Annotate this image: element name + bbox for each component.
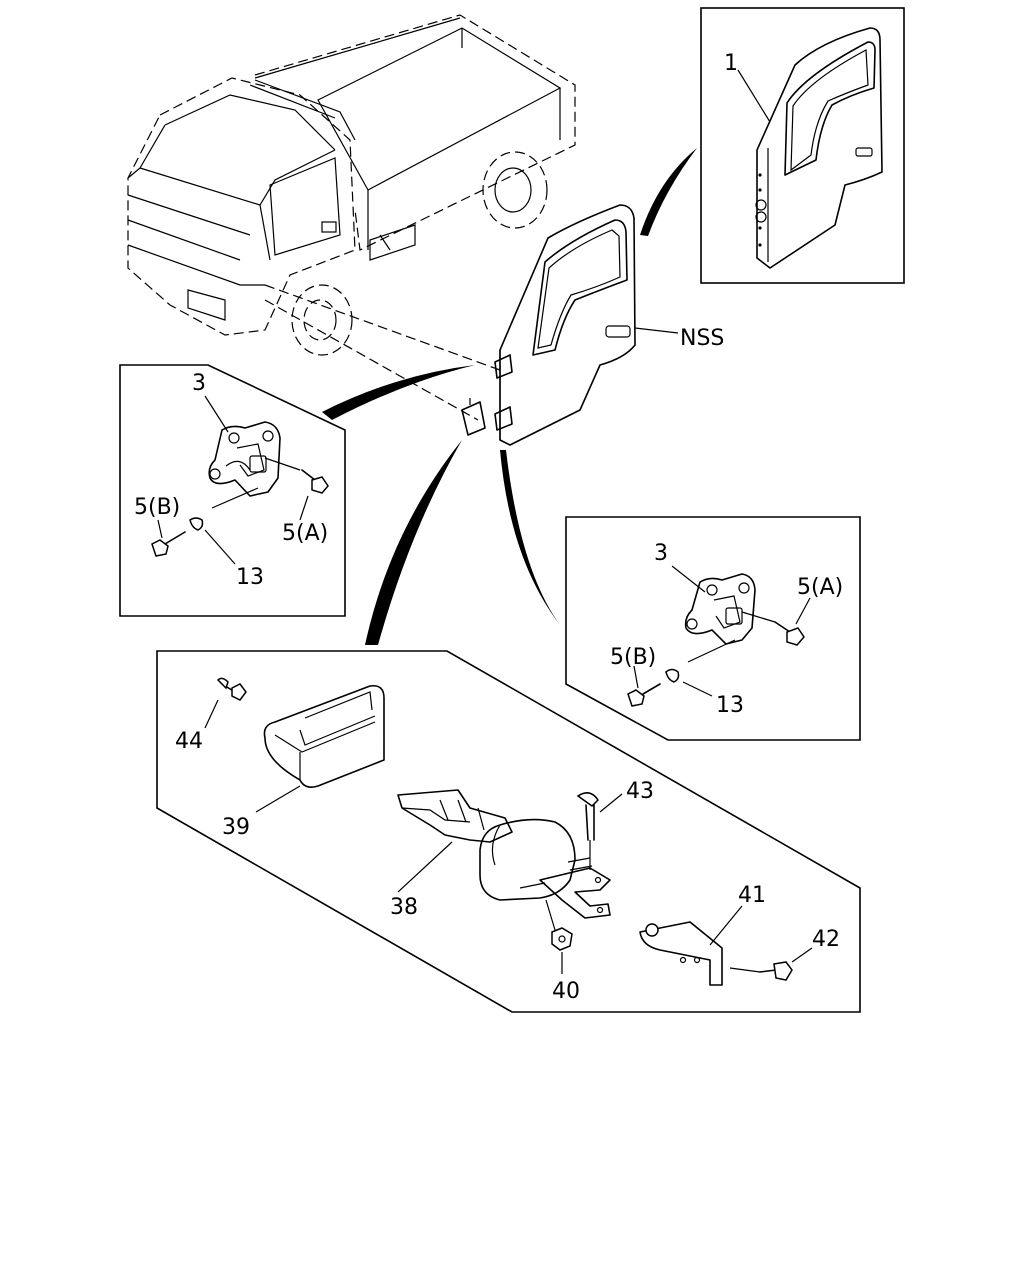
- hinge-left-label: 3: [192, 371, 206, 396]
- hinge-detail-left: 3 5(A) 5(B) 13: [119, 364, 475, 617]
- part-1-label: 1: [724, 51, 738, 76]
- door-detail-box: 1: [640, 7, 905, 284]
- door-assembly: NSS: [461, 204, 724, 446]
- nss-label: NSS: [680, 326, 724, 351]
- door-check-detail: 44 39 38 43: [156, 440, 861, 1013]
- cover-label: 39: [222, 815, 250, 840]
- bolt-b-left-label: 5(B): [134, 495, 180, 520]
- check-label: 38: [390, 895, 418, 920]
- hinge-right-label: 3: [654, 541, 668, 566]
- pin-top-label: 43: [626, 779, 654, 804]
- bracket-label: 41: [738, 883, 766, 908]
- pin-left-label: 13: [236, 565, 264, 590]
- bolt-bracket-label: 42: [812, 927, 840, 952]
- bolt-b-right-label: 5(B): [610, 645, 656, 670]
- bolt-a-left-label: 5(A): [282, 521, 328, 546]
- clip-label: 44: [175, 729, 203, 754]
- nut-label: 40: [552, 979, 580, 1004]
- truck-illustration: [127, 14, 576, 421]
- bolt-a-right-label: 5(A): [797, 575, 843, 600]
- pin-right-label: 13: [716, 693, 744, 718]
- hinge-detail-right: 3 5(A) 5(B) 13: [500, 450, 861, 741]
